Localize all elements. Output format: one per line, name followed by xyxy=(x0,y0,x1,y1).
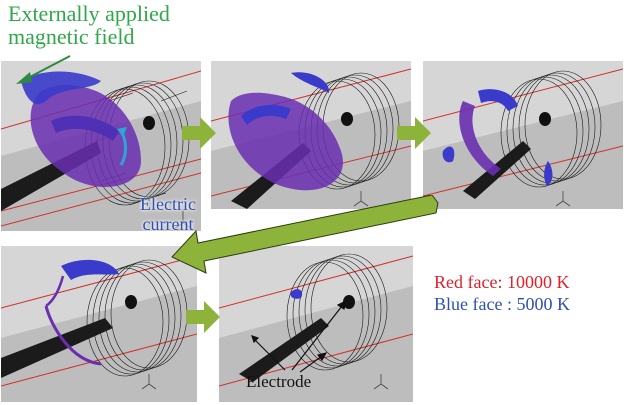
legend-blue-face: Blue face : 5000 K xyxy=(434,294,570,314)
electric-current-line1: Electric xyxy=(140,194,196,214)
simulation-frame-3 xyxy=(422,60,623,209)
frame-1-drawing xyxy=(1,61,201,231)
field-title-line1: Externally applied xyxy=(8,1,170,26)
flow-arrow-4-to-5 xyxy=(186,301,220,333)
electric-current-label: Electric current xyxy=(128,194,208,234)
simulation-frame-2 xyxy=(210,60,411,209)
axis-triad-5 xyxy=(373,374,389,390)
frame-4-drawing xyxy=(1,246,197,402)
axis-triad-2 xyxy=(353,191,369,207)
electrode-ring xyxy=(500,70,602,188)
simulation-frame-1 xyxy=(0,60,201,231)
frame-3-drawing xyxy=(423,61,623,209)
field-title-line2: magnetic field xyxy=(8,24,135,49)
electric-current-line2: current xyxy=(142,214,194,234)
flow-arrow-3-to-4 xyxy=(171,195,439,274)
axis-triad-4 xyxy=(141,374,157,390)
frame-2-drawing xyxy=(211,61,411,209)
field-title: Externally applied magnetic field xyxy=(8,2,248,48)
flow-arrow-2-to-3 xyxy=(397,117,431,149)
axis-triad-1 xyxy=(174,211,192,229)
simulation-frame-4 xyxy=(0,245,197,402)
axis-triad-3 xyxy=(555,191,571,207)
legend-red-face: Red face: 10000 K xyxy=(434,272,570,292)
flow-arrow-1-to-2 xyxy=(182,117,216,149)
electrode-label: Electrode xyxy=(246,372,312,391)
